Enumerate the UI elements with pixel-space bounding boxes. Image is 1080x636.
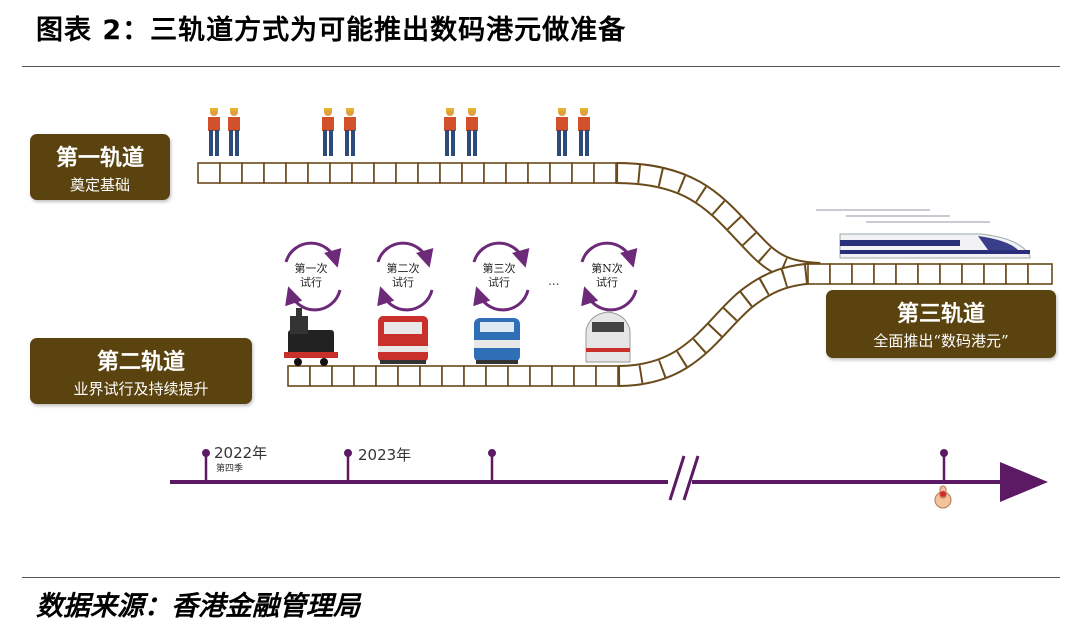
bottom-rule <box>22 577 1060 578</box>
high-speed-train-icon <box>585 311 631 363</box>
worker-pair-1-icon <box>208 108 240 156</box>
pilot-label-1: 第一次试行 <box>294 262 328 289</box>
pilot-label-3: 第三次试行 <box>482 262 516 289</box>
finger-pointer-icon <box>934 485 952 509</box>
track2-box: 第二轨道 业界试行及持续提升 <box>30 338 252 404</box>
track1-box: 第一轨道 奠定基础 <box>30 134 170 200</box>
merge-curves <box>615 162 821 387</box>
pilot-ellipsis: ... <box>548 274 560 288</box>
track2-rail <box>287 365 619 387</box>
track1-rail <box>197 162 617 184</box>
steam-locomotive-icon <box>284 308 338 366</box>
cycle-arrow-4-icon <box>580 241 638 312</box>
source-note: 数据来源：香港金融管理局 <box>36 591 360 622</box>
top-rule <box>22 66 1060 67</box>
timeline-label-2022: 2022年 <box>214 444 268 462</box>
pilot-label-4: 第N次试行 <box>591 262 623 289</box>
cycle-arrow-2-icon <box>376 241 434 312</box>
track3-rail <box>807 263 1053 285</box>
worker-pair-2-icon <box>322 108 356 156</box>
track2-title: 第二轨道 <box>96 349 185 375</box>
timeline-sublabel-q4: 第四季 <box>216 464 244 474</box>
timeline <box>170 449 1048 502</box>
modern-train-icon <box>474 318 520 364</box>
track3-title: 第三轨道 <box>896 301 985 327</box>
worker-pair-4-icon <box>556 108 590 156</box>
track3-subtitle: 全面推出“数码港元” <box>873 332 1009 350</box>
track1-subtitle: 奠定基础 <box>69 176 130 194</box>
diesel-train-icon <box>378 316 428 364</box>
timeline-label-2023: 2023年 <box>358 446 412 464</box>
track3-box: 第三轨道 全面推出“数码港元” <box>826 290 1056 358</box>
track1-title: 第一轨道 <box>55 145 144 171</box>
track2-subtitle: 业界试行及持续提升 <box>73 380 209 398</box>
cycle-arrow-1-icon <box>284 241 342 312</box>
pilot-label-2: 第二次试行 <box>386 262 420 289</box>
figure-title: 图表 2：三轨道方式为可能推出数码港元做准备 <box>36 15 627 46</box>
worker-pair-3-icon <box>444 108 478 156</box>
bullet-train-icon <box>816 209 1031 259</box>
cycle-arrow-3-icon <box>472 241 530 312</box>
